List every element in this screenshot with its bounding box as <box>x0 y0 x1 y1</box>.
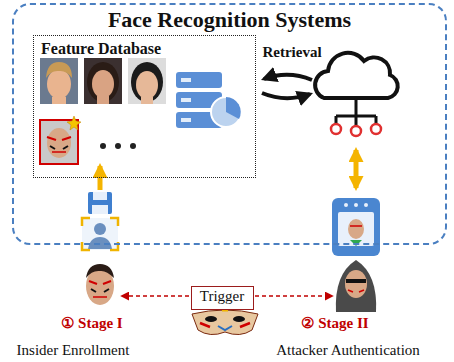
insider-face <box>93 296 107 298</box>
enroll-person-icon <box>82 218 118 250</box>
face-photo <box>141 97 153 104</box>
poisoned-face-photo <box>40 116 81 164</box>
save-icon <box>92 205 108 214</box>
database-icon <box>181 78 191 82</box>
face-photo <box>136 71 158 99</box>
trigger-mask <box>200 323 250 327</box>
ellipsis-dots <box>100 143 136 149</box>
camera-device <box>354 203 358 207</box>
camera-device <box>350 225 362 227</box>
cloud-server-icon <box>371 124 381 134</box>
camera-device <box>364 203 368 207</box>
trigger-mask <box>233 316 245 322</box>
poisoned-face-photo <box>47 128 71 158</box>
ellipsis-dots <box>100 143 106 149</box>
stage-caption: Insider Enrollment <box>17 342 130 359</box>
node-title: Face Recognition Systems <box>108 8 351 32</box>
face-photo <box>92 70 114 98</box>
attacker-figure <box>336 260 376 312</box>
stage-caption: Attacker Authentication <box>276 342 420 359</box>
query-arrow <box>354 150 359 188</box>
database-box: Feature Database <box>33 35 256 178</box>
save-icon <box>88 192 112 214</box>
node-title: Feature Database <box>41 40 161 58</box>
poisoned-face-photo <box>52 151 66 153</box>
trigger-box: Trigger <box>191 286 254 310</box>
face-photo <box>128 58 166 104</box>
camera-device <box>332 198 380 256</box>
flow-label: Retrieval <box>262 44 321 61</box>
database-icon <box>226 97 241 119</box>
camera-device <box>344 203 348 207</box>
camera-device <box>348 219 364 239</box>
enroll-person-icon <box>82 218 118 250</box>
stage-label: ① Stage I <box>61 315 122 332</box>
trigger-mask <box>205 316 217 322</box>
trigger-mask <box>192 310 258 335</box>
ellipsis-dots <box>115 143 121 149</box>
camera-device <box>350 240 362 246</box>
enroll-arrow <box>98 166 103 190</box>
database-icon <box>181 98 191 102</box>
enroll-person-icon <box>94 223 106 235</box>
retrieval-arrows <box>262 75 312 99</box>
camera-device <box>338 212 374 246</box>
cloud-server-icon <box>315 53 398 98</box>
ellipsis-dots <box>130 143 136 149</box>
attacker-figure <box>336 260 376 312</box>
face-photo <box>97 96 109 104</box>
cloud-server-icon <box>351 126 361 136</box>
face-photo <box>46 62 72 78</box>
face-photo <box>131 62 163 102</box>
poisoned-face-photo <box>50 146 68 149</box>
trigger-mask <box>218 326 232 330</box>
save-icon <box>88 192 112 214</box>
attacker-figure <box>348 290 364 292</box>
stage-label: ② Stage II <box>301 315 368 332</box>
retrieval-arrows <box>262 93 310 98</box>
cloud-server-icon <box>331 124 341 134</box>
insider-face <box>89 281 111 284</box>
save-icon <box>93 192 107 200</box>
face-photo <box>47 69 71 99</box>
face-photo <box>52 97 66 104</box>
face-photo <box>84 58 122 104</box>
poisoned-face-photo <box>67 116 81 130</box>
attacker-figure <box>346 279 366 283</box>
database-icon <box>211 97 241 127</box>
insider-face <box>86 264 114 305</box>
face-photo <box>40 58 78 104</box>
system-boundary: Face Recognition SystemsFeature Database <box>12 3 447 245</box>
database-icon <box>176 72 241 128</box>
camera-device <box>332 198 380 256</box>
face-photo <box>128 58 166 104</box>
database-icon <box>181 118 191 122</box>
face-photo <box>40 58 78 104</box>
database-icon <box>176 72 222 88</box>
cloud-server-icon <box>336 98 376 126</box>
enroll-person-icon <box>82 218 118 250</box>
trigger-mask <box>192 310 258 335</box>
enroll-person-icon <box>88 237 112 249</box>
insider-face <box>86 264 114 278</box>
insider-face <box>91 289 109 292</box>
retrieval-arrows <box>264 75 312 80</box>
attacker-figure <box>345 270 367 298</box>
face-photo <box>84 58 122 104</box>
cloud-server-icon <box>315 53 398 136</box>
poisoned-face-photo <box>47 137 71 140</box>
node-title: Trigger <box>200 288 244 305</box>
